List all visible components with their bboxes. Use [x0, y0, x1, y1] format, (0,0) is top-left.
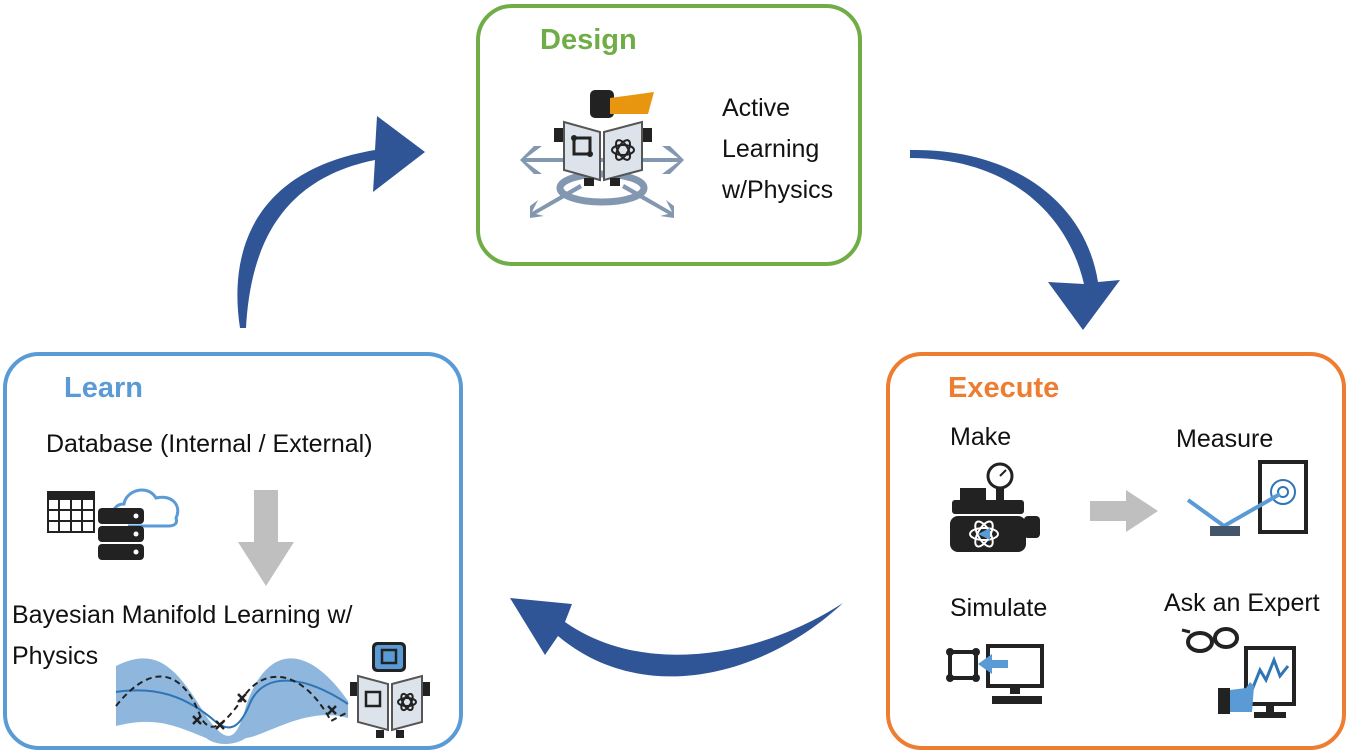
learn-title: Learn	[64, 372, 143, 404]
bml-label-line-1: Bayesian Manifold Learning w/	[12, 601, 353, 629]
cycle-arrow-execute-to-learn	[510, 598, 843, 677]
cloud-icon	[111, 488, 180, 528]
design-title: Design	[540, 24, 637, 56]
table-icon	[47, 491, 95, 533]
execute-title: Execute	[948, 372, 1060, 404]
bml-label-line-2: Physics	[12, 642, 99, 670]
monitor-touch-icon	[1218, 646, 1296, 718]
design-line-3: w/Physics	[722, 176, 834, 204]
server-icon	[98, 508, 144, 560]
design-line-1: Active	[722, 94, 791, 122]
robot-book-icon	[350, 642, 430, 738]
make-label: Make	[950, 423, 1012, 451]
cycle-arrow-design-to-execute	[910, 149, 1120, 330]
right-arrow-icon	[1090, 490, 1158, 532]
glasses-icon	[1181, 627, 1239, 653]
ask-expert-label: Ask an Expert	[1164, 589, 1320, 617]
design-panel	[476, 4, 862, 266]
simulate-label: Simulate	[950, 594, 1048, 622]
database-icons	[47, 488, 180, 560]
gp-regression-plot-icon	[115, 658, 349, 744]
measurement-icon	[1186, 460, 1308, 536]
measure-label: Measure	[1176, 425, 1274, 453]
robot-book-icon	[520, 90, 684, 218]
reactor-icon	[950, 462, 1040, 552]
computer-icon	[946, 644, 1044, 704]
down-arrow-icon	[238, 490, 294, 586]
cycle-arrow-learn-to-design	[237, 116, 425, 328]
design-line-2: Learning	[722, 135, 820, 163]
database-label: Database (Internal / External)	[46, 430, 373, 458]
